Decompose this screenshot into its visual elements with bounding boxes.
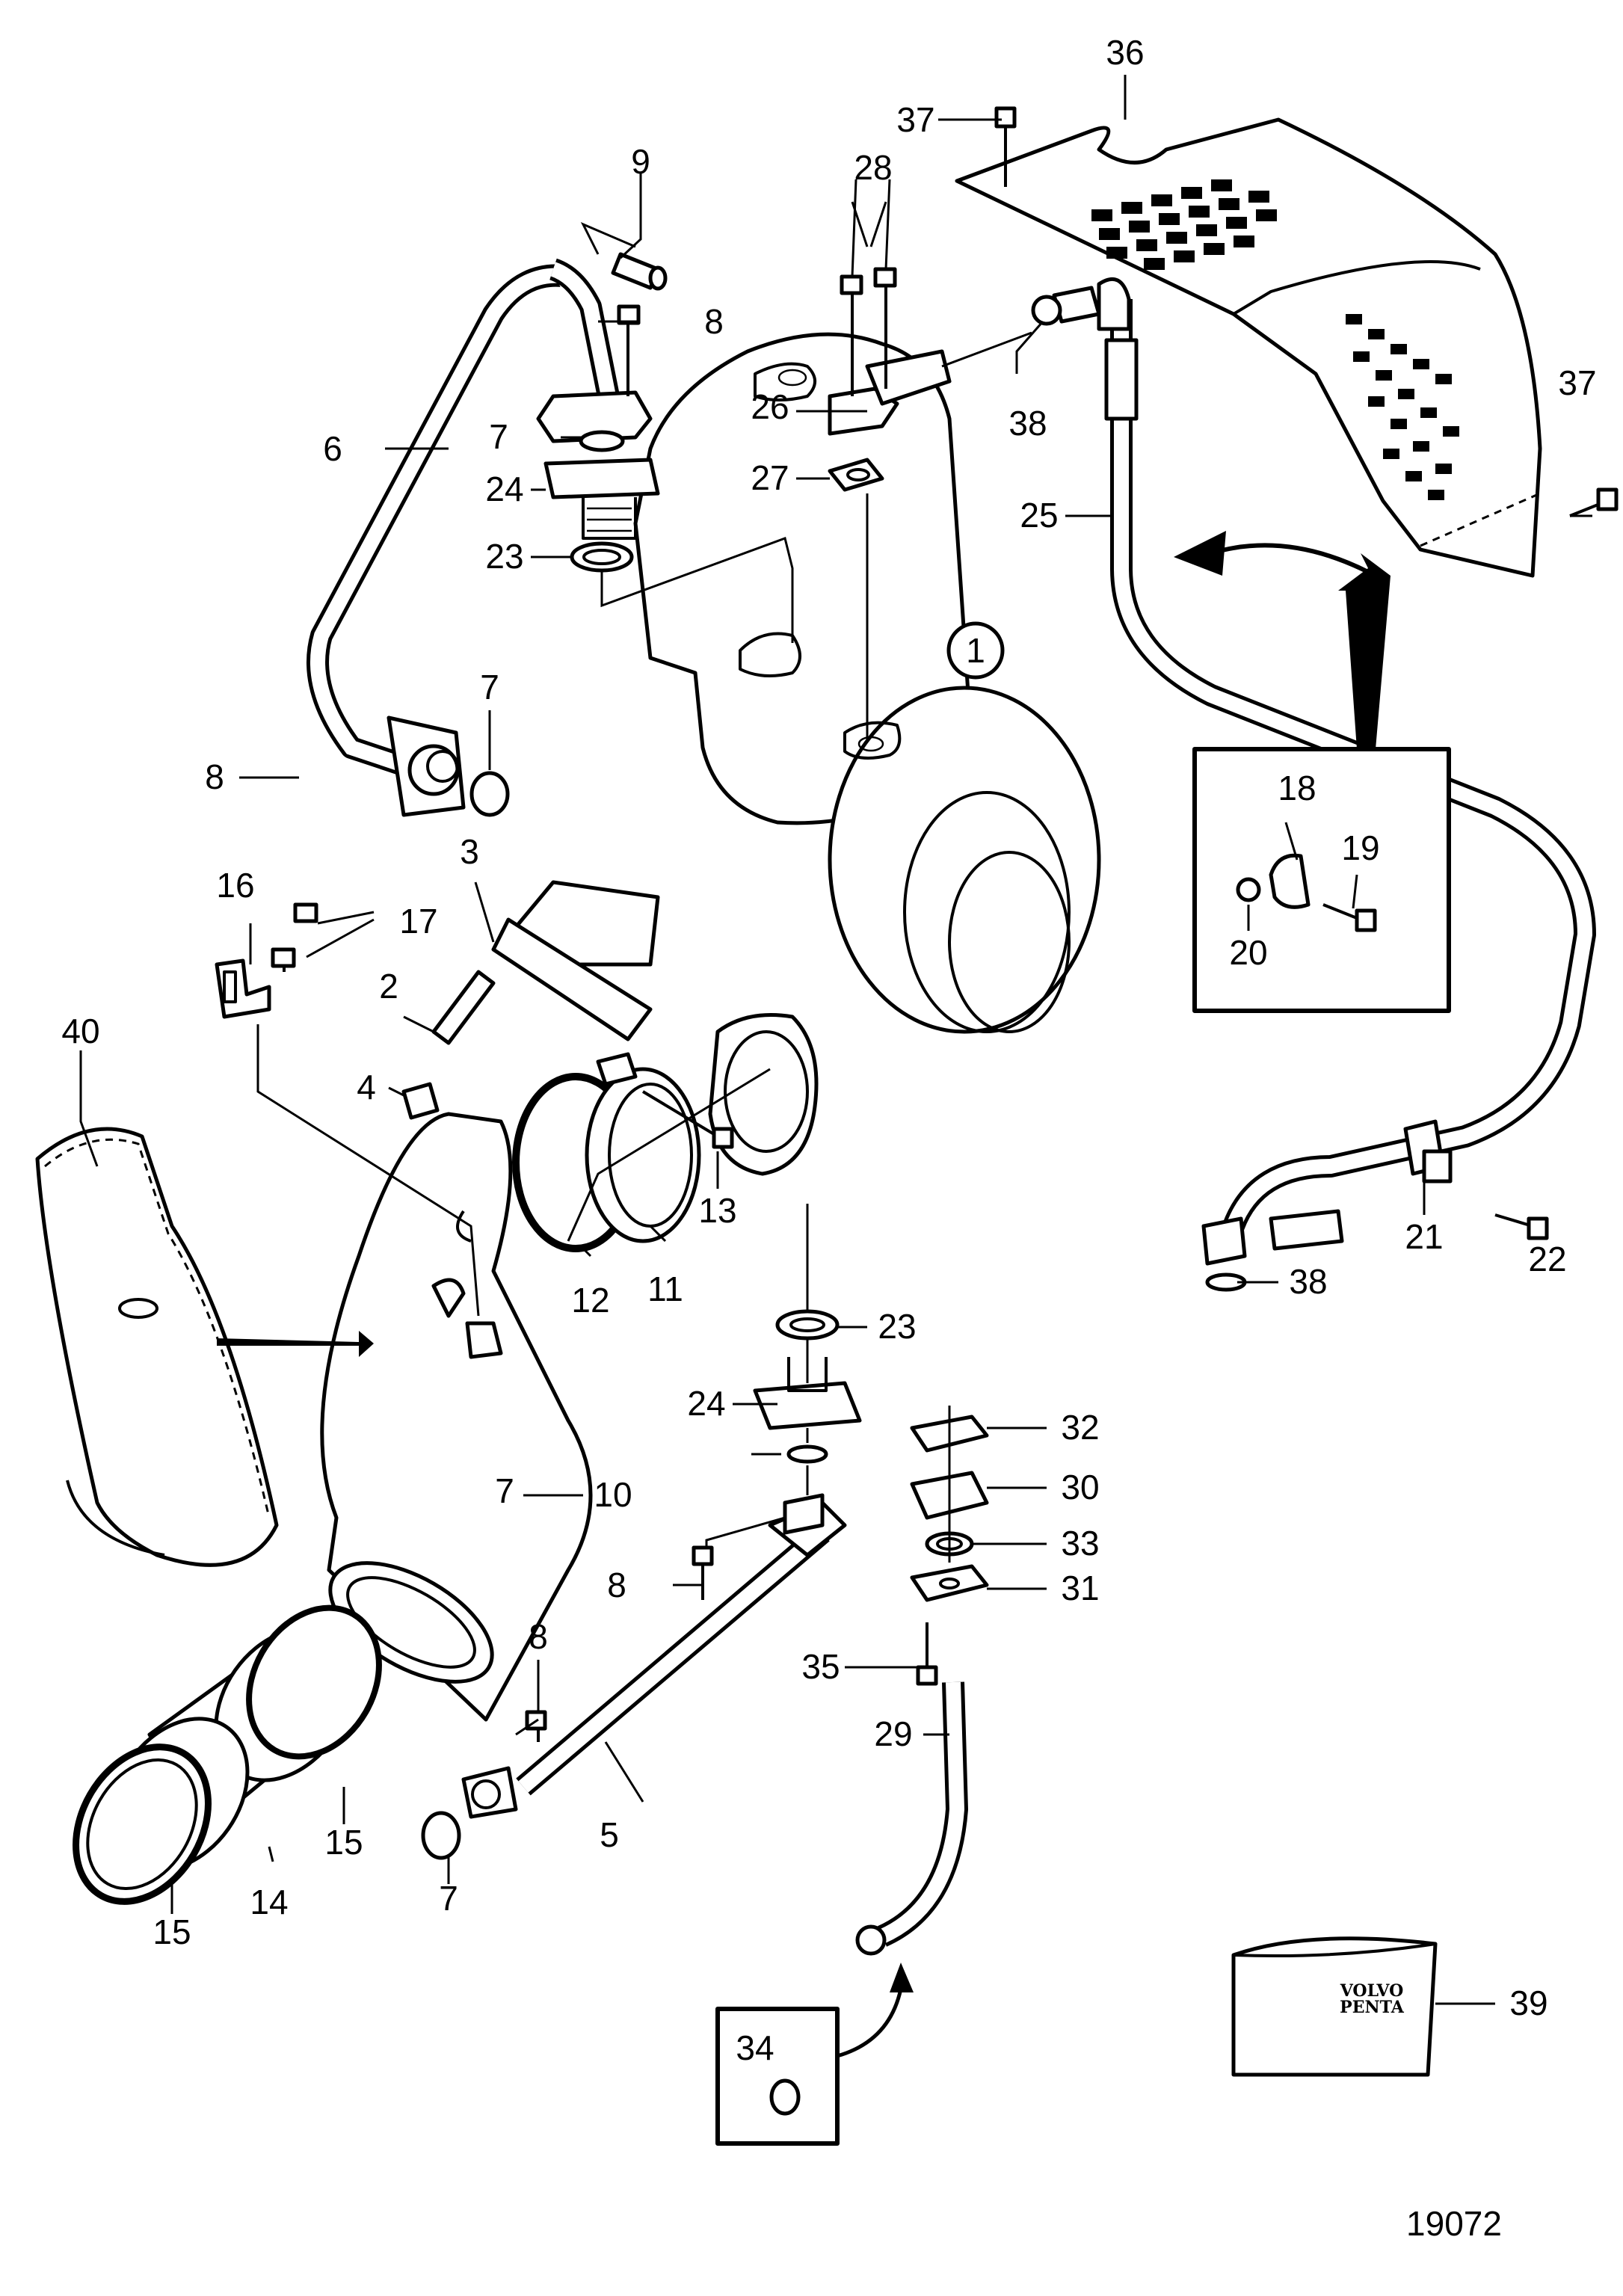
callout-6: 6: [323, 429, 342, 468]
callout-30: 30: [1061, 1468, 1099, 1506]
heat-shield: [955, 117, 1542, 578]
gasket-kit-39: VOLVO PENTA: [1231, 1936, 1438, 2077]
callout-25: 25: [1020, 496, 1058, 535]
callout-34: 34: [736, 2028, 774, 2067]
bolt-13: [641, 1090, 734, 1149]
callout-35: 35: [801, 1647, 840, 1686]
fitting-9: [611, 252, 668, 291]
detail-box-34: [715, 1963, 914, 2146]
brand-line-2: PENTA: [1340, 1998, 1405, 2017]
callout-33: 33: [1061, 1524, 1099, 1563]
callout-22: 22: [1528, 1240, 1566, 1278]
callout-7-upper: 7: [489, 417, 508, 456]
callout-7-mid: 7: [480, 668, 499, 707]
callout-31: 31: [1061, 1569, 1099, 1607]
ring-15-lower: [73, 1743, 212, 1905]
exhaust-bellows-10: [320, 1112, 593, 1722]
callout-29: 29: [874, 1714, 912, 1753]
callout-23-upper: 23: [485, 537, 523, 576]
callout-36: 36: [1106, 33, 1144, 72]
leader-lines: [79, 75, 1592, 2005]
stud-2: [431, 970, 496, 1045]
bracket-16: [215, 902, 318, 1019]
callout-13: 13: [698, 1191, 736, 1230]
callout-17: 17: [399, 902, 437, 941]
callout-7-lower: 7: [495, 1471, 514, 1510]
callout-28: 28: [854, 148, 892, 187]
clamp-11: [585, 1052, 701, 1243]
callout-37-top: 37: [896, 100, 934, 139]
oil-pipe-5: [421, 1493, 847, 1860]
callout-39: 39: [1509, 1983, 1547, 2022]
callout-2: 2: [379, 967, 398, 1006]
nut-4: [401, 1082, 440, 1120]
callout-20: 20: [1229, 933, 1267, 972]
callout-21: 21: [1405, 1217, 1443, 1256]
callout-16: 16: [216, 866, 254, 905]
bolt-35: [916, 1622, 938, 1686]
callout-8-left: 8: [205, 757, 224, 796]
callout-8-bottom: 8: [529, 1617, 548, 1656]
callout-15-upper: 15: [324, 1823, 363, 1862]
callout-38-upper: 38: [1008, 404, 1047, 443]
callout-24-upper: 24: [485, 470, 523, 508]
callout-23-lower: 23: [878, 1307, 916, 1346]
callout-labels: 1 2 3 4 5 6 7 7 7 7 8 8 8 8 9 10 11 12 1…: [61, 33, 1596, 2243]
callout-37-right: 37: [1558, 363, 1596, 402]
oil-pipe-29: [855, 1681, 968, 1956]
callout-18: 18: [1278, 769, 1316, 807]
callout-10: 10: [594, 1475, 632, 1514]
callout-8-upper: 8: [704, 302, 724, 341]
detail-box-18-20: [1174, 531, 1451, 1013]
callout-7-bottom: 7: [439, 1879, 458, 1918]
drawing-number: 19072: [1406, 2204, 1502, 2243]
callout-4: 4: [357, 1068, 376, 1107]
heat-shield-grille: [1091, 179, 1459, 500]
ring-15-upper: [246, 1604, 382, 1760]
callout-3: 3: [460, 832, 479, 871]
brand-line-1: VOLVO: [1340, 1981, 1404, 2001]
callout-26: 26: [751, 387, 789, 426]
callout-8-lower: 8: [607, 1566, 626, 1604]
callout-27: 27: [751, 458, 789, 497]
callout-1: 1: [966, 631, 985, 670]
callout-19: 19: [1341, 828, 1379, 867]
bolt-22: [1494, 1213, 1549, 1240]
callout-12: 12: [571, 1281, 609, 1320]
callout-14: 14: [250, 1883, 288, 1921]
callout-9: 9: [631, 142, 650, 181]
callout-15-lower: 15: [153, 1912, 191, 1951]
callout-40: 40: [61, 1012, 99, 1050]
turbocharger: [491, 332, 1101, 1176]
callout-11: 11: [647, 1269, 683, 1308]
oil-pipe-6: [307, 258, 624, 817]
insulation-sleeve-40: [35, 1127, 374, 1567]
bolt-37-right: [1569, 487, 1619, 517]
callout-24-lower: 24: [687, 1384, 725, 1423]
flange-31: [910, 1564, 989, 1602]
bolt-8-upper: [617, 304, 641, 396]
callout-32: 32: [1061, 1408, 1099, 1447]
callout-38-lower: 38: [1289, 1262, 1327, 1301]
callout-5: 5: [600, 1815, 619, 1854]
bolt-37-top: [994, 106, 1017, 187]
